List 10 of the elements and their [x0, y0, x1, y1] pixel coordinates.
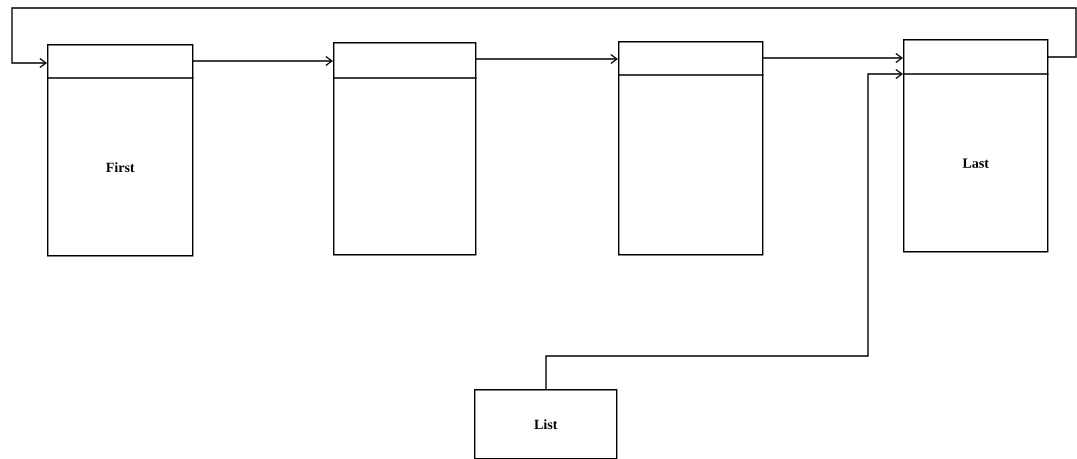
- record-box: First: [46, 44, 195, 257]
- record-box: Last: [902, 39, 1050, 253]
- box: List: [474, 389, 618, 459]
- arrow: [474, 53, 618, 65]
- arrow: [761, 52, 903, 64]
- record-box: [332, 42, 478, 256]
- arrow: [545, 68, 903, 390]
- arrow: [191, 55, 333, 67]
- record-box: [617, 41, 765, 256]
- arrow: [11, 7, 1077, 69]
